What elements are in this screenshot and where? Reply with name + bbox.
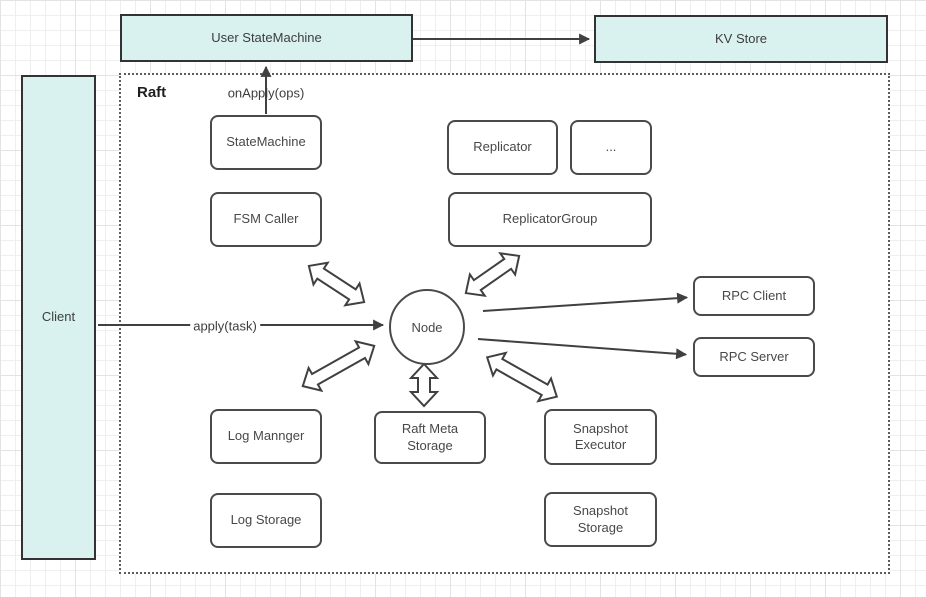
user-statemachine-box: User StateMachine [120,14,413,62]
snapshot-storage-box: Snapshot Storage [544,492,657,547]
replicator-box: Replicator [447,120,558,175]
snapshot-executor-box: Snapshot Executor [544,409,657,465]
kv-store-box: KV Store [594,15,888,63]
log-manager-box: Log Mannger [210,409,322,464]
raft-meta-storage-box: Raft Meta Storage [374,411,486,464]
statemachine-box: StateMachine [210,115,322,170]
apply-task-edge-label: apply(task) [190,318,260,334]
replicator-group-box: ReplicatorGroup [448,192,652,247]
log-storage-box: Log Storage [210,493,322,548]
replicator-more-box: ... [570,120,652,175]
double-arrow-fsmcaller-node [307,261,366,307]
arrow-node-to-rpc-server [477,338,688,360]
client-box: Client [21,75,96,560]
double-arrow-snapshot-node [485,351,559,403]
arrow-node-to-rpc-client [482,292,689,312]
node-circle: Node [389,289,465,365]
double-arrow-logmanager-node [301,339,376,393]
fsm-caller-box: FSM Caller [210,192,322,247]
rpc-client-box: RPC Client [693,276,815,316]
rpc-server-box: RPC Server [693,337,815,377]
onapply-edge-label: onApply(ops) [227,85,305,101]
raft-group-label: Raft [137,84,167,101]
double-arrow-replicatorgroup-node [464,251,521,298]
double-arrow-raftmeta-node [408,362,440,408]
